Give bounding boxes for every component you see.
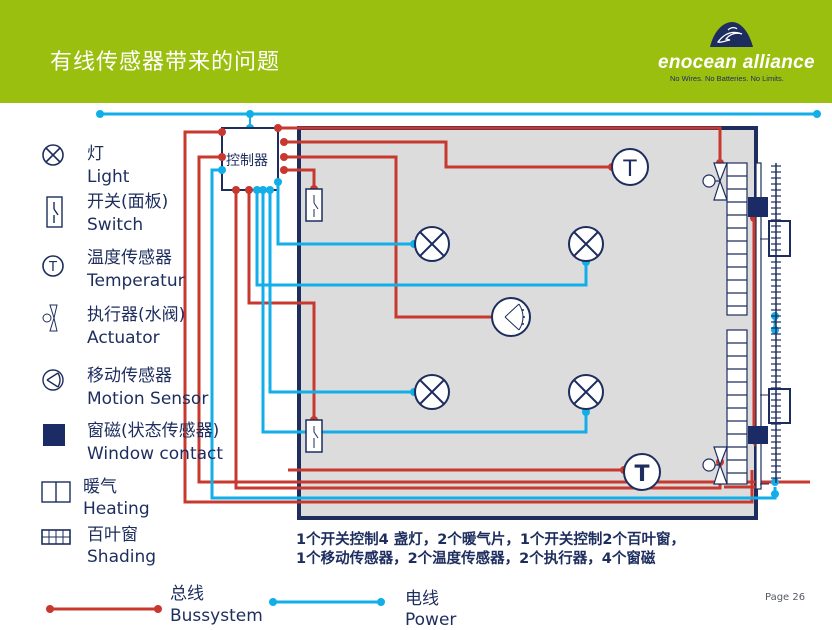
page-number: Page 26 xyxy=(765,592,806,603)
legend-motion-en: Motion Sensor xyxy=(87,389,209,409)
temperature-sensor-2: T xyxy=(623,453,661,491)
legend-heating-cn: 暖气 xyxy=(83,477,117,497)
legend-shading-icon xyxy=(41,529,71,545)
light-3 xyxy=(414,374,450,410)
slide-title: 有线传感器带来的问题 xyxy=(50,50,281,75)
legend-heating-en: Heating xyxy=(83,499,150,519)
heater-ribs xyxy=(727,175,747,474)
legend-bus-en: Bussystem xyxy=(170,606,263,626)
legend-motion-sensor-icon xyxy=(42,369,64,391)
legend-temperature-icon: T xyxy=(42,255,64,277)
legend-light-icon xyxy=(42,144,64,166)
temperature-sensor-1: T xyxy=(611,148,649,186)
heater-1 xyxy=(726,162,748,316)
legend-temperature-cn: 温度传感器 xyxy=(87,248,172,268)
legend-switch-icon xyxy=(46,196,63,228)
legend-bus-line-icon xyxy=(46,605,162,613)
dolphin-icon xyxy=(710,22,753,47)
summary-line-2: 1个移动传感器，2个温度传感器，2个执行器，4个窗磁 xyxy=(296,551,656,567)
legend-light-en: Light xyxy=(87,167,130,187)
switch-2 xyxy=(305,419,323,453)
actuator-1 xyxy=(702,162,728,201)
legend-temperature-en: Temperatur xyxy=(87,271,185,291)
shading-ticks xyxy=(771,165,781,479)
light-2 xyxy=(568,226,604,262)
legend-shading-en: Shading xyxy=(87,547,157,567)
summary-text: 1个开关控制4 盏灯，2个暖气片，1个开关控制2个百叶窗， 1个移动传感器，2个… xyxy=(296,531,685,569)
legend-window-contact-en: Window contact xyxy=(87,444,224,464)
motion-sensor xyxy=(491,297,531,337)
temperature-symbol: T xyxy=(634,462,649,487)
logo-tagline: No Wires. No Batteries. No Limits. xyxy=(670,74,784,83)
summary-line-1: 1个开关控制4 盏灯，2个暖气片，1个开关控制2个百叶窗， xyxy=(296,532,685,548)
legend-power-cn: 电线 xyxy=(405,589,439,609)
legend-window-contact-cn: 窗磁(状态传感器) xyxy=(87,421,220,441)
actuator-2 xyxy=(702,446,728,485)
legend-power-line-icon xyxy=(269,598,385,606)
controller-label: 控制器 xyxy=(226,153,268,169)
light-1 xyxy=(414,226,450,262)
legend-switch-en: Switch xyxy=(87,215,144,235)
shading-2 xyxy=(760,388,791,485)
legend-light-cn: 灯 xyxy=(87,144,104,164)
legend-power-en: Power xyxy=(405,610,457,630)
temperature-symbol: T xyxy=(48,260,57,275)
shading-1 xyxy=(760,220,791,257)
window-contact-1 xyxy=(748,197,768,217)
header-bar: 有线传感器带来的问题 enocean alliance No Wires. No… xyxy=(0,0,832,103)
controller: 控制器 xyxy=(221,127,279,191)
heater-2 xyxy=(726,329,748,485)
logo-wordmark: enocean alliance xyxy=(658,52,815,73)
enocean-logo: enocean alliance No Wires. No Batteries.… xyxy=(650,20,820,90)
legend-actuator-cn: 执行器(水阀) xyxy=(87,305,186,325)
legend-shading-cn: 百叶窗 xyxy=(87,525,138,545)
window-contact-2 xyxy=(748,426,768,444)
legend-motion-cn: 移动传感器 xyxy=(87,366,172,386)
window-contacts xyxy=(748,197,768,444)
legend-actuator-icon xyxy=(42,304,58,332)
legend-bus-cn: 总线 xyxy=(170,584,204,604)
switch-1 xyxy=(305,188,323,222)
legend-switch-cn: 开关(面板) xyxy=(87,192,169,212)
light-4 xyxy=(568,374,604,410)
legend-actuator-en: Actuator xyxy=(87,328,160,348)
legend-heating-icon xyxy=(41,481,71,503)
temperature-symbol: T xyxy=(622,157,637,182)
window-frame xyxy=(755,162,762,490)
legend-window-contact-icon xyxy=(43,424,65,446)
